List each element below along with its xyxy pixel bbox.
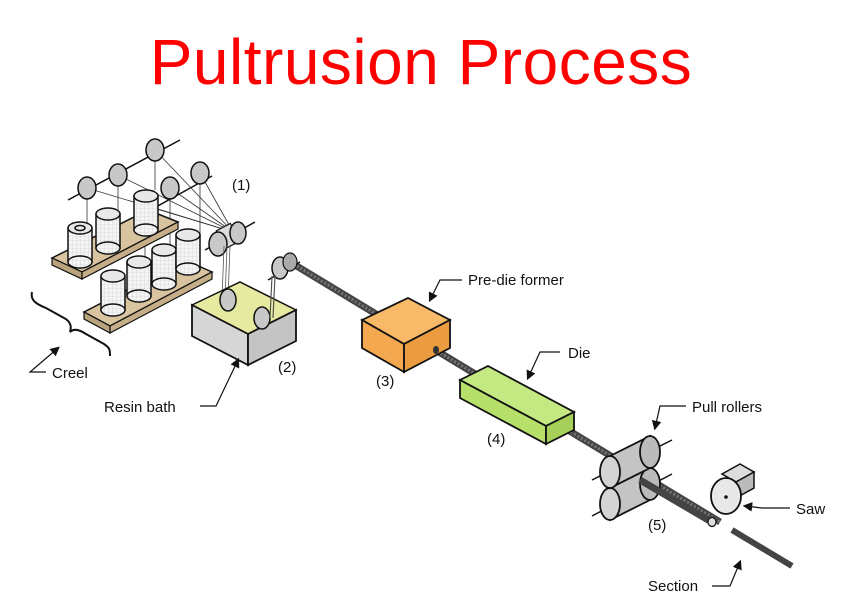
resin-bath-leader <box>200 357 240 407</box>
section-label: Section <box>648 578 698 595</box>
spool <box>133 189 159 237</box>
guide-reel <box>108 163 128 187</box>
diagram-title: Pultrusion Process <box>149 26 693 98</box>
pre-die-former-label: Pre-die former <box>468 272 564 289</box>
die-label: Die <box>568 345 591 362</box>
step-4-label: (4) <box>487 431 505 448</box>
die-leader <box>526 351 560 381</box>
resin-bath-label: Resin bath <box>104 399 176 416</box>
guide-reel <box>160 176 180 200</box>
section-leader <box>712 559 742 587</box>
cut-section <box>730 527 794 569</box>
pre-die-former-leader <box>428 279 462 303</box>
pre-die-former <box>360 296 452 374</box>
pull-rollers <box>591 434 717 528</box>
step-2-label: (2) <box>278 359 296 376</box>
spools-lower <box>100 228 201 317</box>
saw-label: Saw <box>796 501 825 518</box>
step-5-label: (5) <box>648 517 666 534</box>
creel-label: Creel <box>52 365 88 382</box>
resin-bath <box>190 252 301 367</box>
creel-leader <box>28 346 60 373</box>
die <box>458 364 576 446</box>
spools-upper <box>67 189 159 269</box>
saw-leader <box>742 502 790 512</box>
saw <box>710 463 756 515</box>
leader-lines <box>28 279 790 587</box>
spool <box>175 228 201 276</box>
guide-reel <box>77 176 97 200</box>
creel-brace <box>30 291 111 357</box>
spool <box>151 243 177 291</box>
pull-rollers-leader <box>651 405 686 431</box>
step-1-label: (1) <box>232 177 250 194</box>
spool <box>100 269 126 317</box>
spool <box>126 255 152 303</box>
spool <box>67 221 93 269</box>
guide-reel <box>145 138 165 162</box>
pull-rollers-label: Pull rollers <box>692 399 762 416</box>
pull-roller-upper <box>599 434 661 490</box>
guide-reel <box>190 161 210 185</box>
step-3-label: (3) <box>376 373 394 390</box>
creel <box>30 138 234 357</box>
spool <box>95 207 121 255</box>
